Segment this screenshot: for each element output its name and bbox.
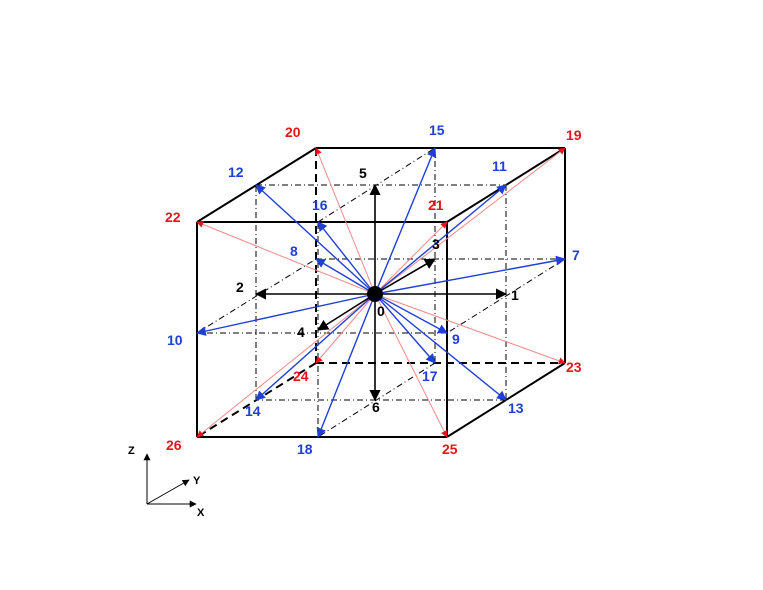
vector-13 [374, 293, 507, 401]
label-0: 0 [377, 303, 385, 319]
vector-12 [255, 184, 376, 295]
label-6: 6 [372, 399, 380, 415]
vector-7 [374, 255, 566, 295]
vector-9 [374, 293, 448, 334]
vector-19 [374, 147, 566, 295]
label-12: 12 [228, 164, 244, 180]
label-23: 23 [566, 359, 582, 375]
label-11: 11 [492, 158, 507, 174]
label-1: 1 [511, 287, 519, 303]
edge-labels: 7 8 9 10 11 12 13 14 15 16 17 18 [167, 122, 580, 457]
label-14: 14 [245, 403, 261, 419]
axis-labels: Z Y X [128, 445, 205, 519]
corner-labels: 19 20 21 22 23 24 25 26 [165, 124, 582, 457]
origin-node [367, 286, 383, 302]
axis-triad [143, 453, 197, 508]
label-25: 25 [442, 441, 458, 457]
vector-11 [374, 184, 507, 295]
vector-15 [374, 147, 437, 295]
x-axis-label: X [197, 507, 205, 519]
vector-26 [196, 293, 376, 438]
label-16: 16 [312, 197, 328, 213]
vector-23 [374, 293, 566, 365]
y-axis-label: Y [193, 475, 201, 487]
vector-18 [316, 293, 376, 438]
vector-3 [374, 258, 436, 295]
label-20: 20 [285, 124, 301, 140]
label-2: 2 [236, 279, 244, 295]
vector-22 [196, 221, 376, 295]
z-axis-label: Z [128, 445, 135, 457]
label-21: 21 [428, 197, 444, 213]
label-18: 18 [297, 441, 313, 457]
label-26: 26 [166, 437, 182, 453]
label-24: 24 [293, 368, 309, 384]
vector-17 [374, 293, 436, 364]
vector-10 [196, 293, 376, 336]
vector-20 [315, 147, 376, 295]
label-4: 4 [297, 324, 305, 340]
vector-16 [317, 221, 376, 295]
label-9: 9 [452, 331, 460, 347]
label-17: 17 [422, 368, 438, 384]
label-10: 10 [167, 332, 183, 348]
label-8: 8 [290, 243, 298, 259]
vector-24 [315, 293, 376, 364]
label-13: 13 [508, 400, 524, 416]
label-15: 15 [429, 122, 445, 138]
label-7: 7 [572, 247, 580, 263]
vector-4 [317, 293, 376, 331]
label-22: 22 [165, 209, 181, 225]
label-5: 5 [359, 165, 367, 181]
vector-8 [315, 258, 376, 295]
face-labels: 0 1 2 3 4 5 6 [236, 165, 519, 415]
label-19: 19 [566, 127, 582, 143]
label-3: 3 [432, 236, 440, 252]
vector-25 [374, 293, 448, 438]
face-vectors [254, 183, 508, 402]
edge-vectors [196, 147, 566, 438]
y-axis-arrow [146, 479, 190, 505]
corner-vectors [196, 147, 566, 438]
vector-14 [255, 293, 376, 401]
vector-21 [374, 221, 448, 295]
